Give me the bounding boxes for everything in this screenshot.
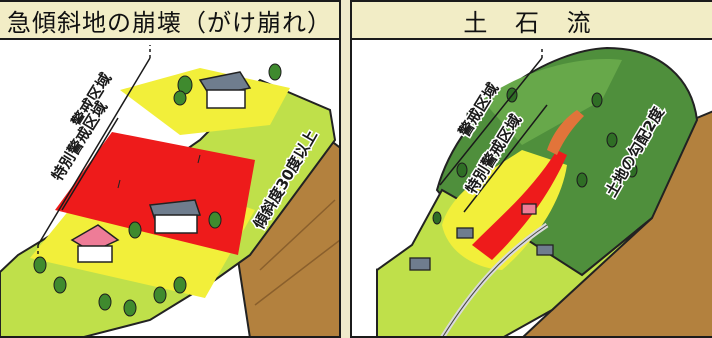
zone-dimension-lines (439, 46, 548, 213)
special-warning-zone (55, 132, 255, 255)
trees (33, 63, 282, 317)
zone-dimension-lines (37, 45, 151, 258)
hill-highlight (482, 59, 622, 145)
debris-flow-title: 土 石 流 (352, 2, 712, 40)
debris-flow-illustration: 警戒区域 特別警戒区域 土地の勾配2度 (376, 46, 712, 336)
steep-slope-title: 急傾斜地の崩壊（がけ崩れ） (0, 2, 339, 40)
special-warning-zone (472, 150, 567, 260)
warning-zone-top (120, 68, 290, 135)
houses (409, 203, 554, 271)
debris-flow-panel: 土 石 流 (350, 0, 712, 338)
steep-slope-panel: 急傾斜地の崩壊（がけ崩れ） (0, 0, 341, 338)
house-pink (70, 224, 120, 263)
steep-slope-illustration: 警戒区域 特別警戒区域 傾斜度30度以上 (0, 45, 339, 336)
house-middle (148, 199, 202, 234)
debris-channel (547, 110, 584, 155)
house-top (198, 71, 252, 109)
